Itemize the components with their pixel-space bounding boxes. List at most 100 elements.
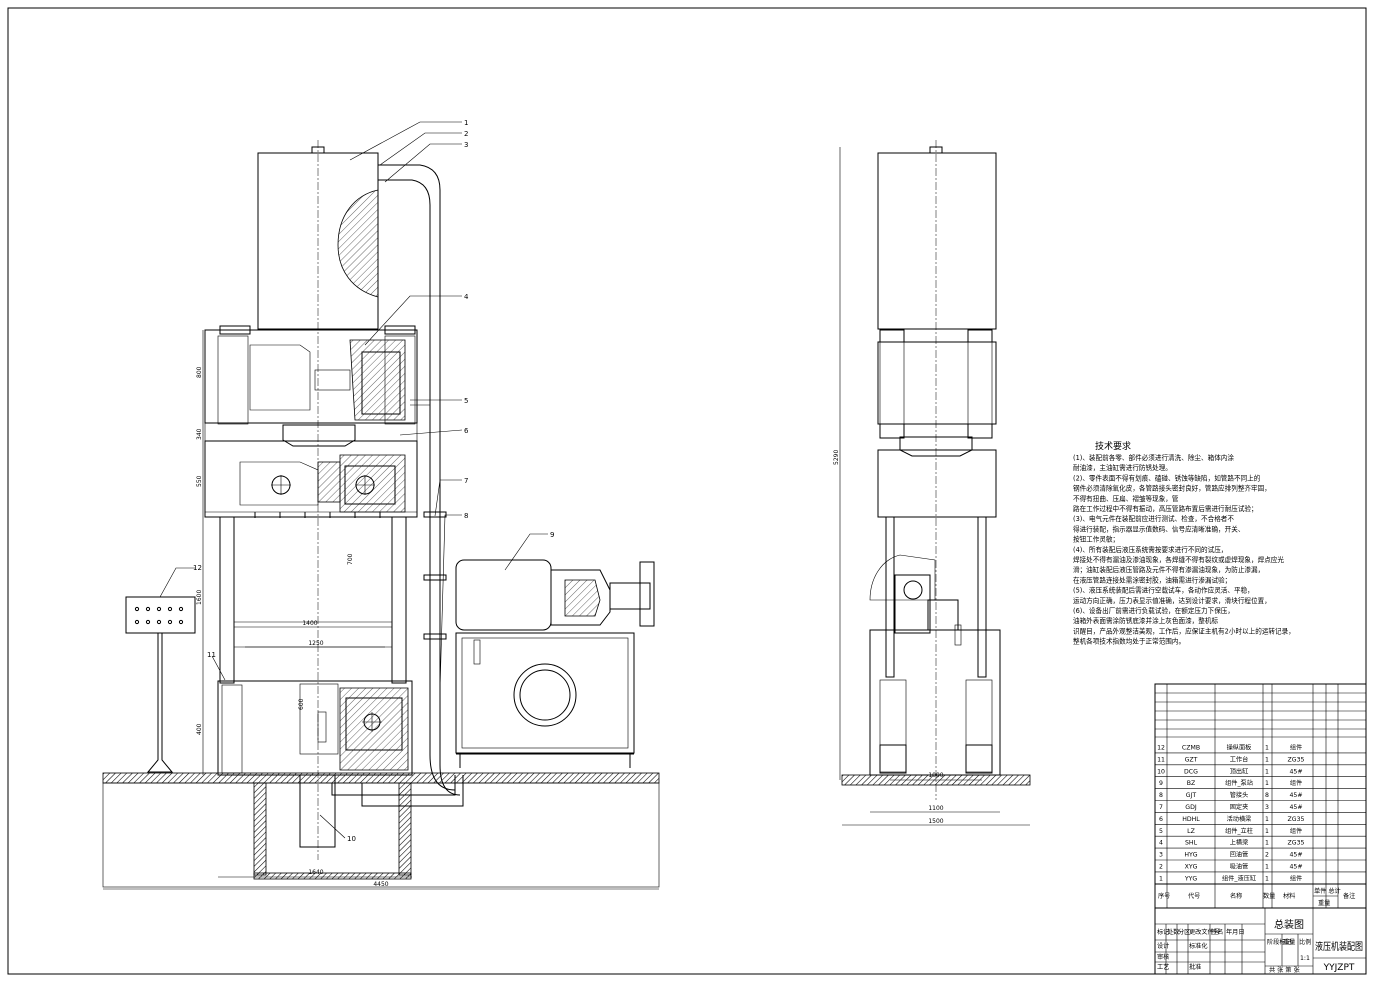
bom-cell-qty: 1	[1265, 756, 1269, 763]
pump-motor	[455, 559, 552, 631]
bom-cell-code: LZ	[1187, 828, 1195, 835]
dim-1640: 1640	[308, 869, 323, 876]
tech-line: 得进行装配，指示器显示值数码、信号应清晰准确，开关、	[1073, 524, 1244, 533]
bom-cell-material: 45#	[1289, 804, 1302, 811]
callout-leaders	[159, 121, 548, 839]
tb-std: 标准化	[1189, 942, 1208, 950]
bom-cell-material: 45#	[1289, 864, 1302, 871]
bom-cell-code: YYG	[1184, 875, 1198, 882]
bom-header-name: 名称	[1230, 892, 1242, 900]
bom-cell-name: 组件_液压缸	[1222, 874, 1256, 882]
tb-sheet: 共 张 第 张	[1269, 966, 1300, 974]
bom-cell-name: 活动横梁	[1227, 815, 1252, 823]
side-upper-crossbeam	[877, 341, 997, 425]
dim-side-1500: 1500	[928, 818, 943, 825]
bom-cell-qty: 1	[1265, 816, 1269, 823]
tech-line: 耐油漆，主油缸需进行防锈处理。	[1073, 463, 1172, 472]
tech-line: 按钮工作灵敏；	[1073, 535, 1119, 544]
tech-line: (6)、设备出厂前需进行负载试验，在额定压力下保压，	[1073, 606, 1234, 615]
technical-requirements: 技术要求 (1)、装配前各零、部件必须进行清洗、除尘、箱体内涂耐油漆，主油缸需进…	[1073, 440, 1295, 646]
dim-side-1000: 1000	[928, 772, 943, 779]
tb-weight: 重量	[1283, 938, 1295, 946]
bom-cell-qty: 1	[1265, 840, 1269, 847]
tb-approve: 批准	[1189, 963, 1201, 971]
tech-line: 焊接处不得有漏油及渗油现象，各焊缝不得有裂纹或虚焊现象，焊点应光	[1073, 555, 1284, 564]
callout-3: 3	[464, 141, 468, 149]
dim-1250: 1250	[308, 640, 323, 647]
dim-5290: 5290	[833, 450, 840, 465]
side-main-cylinder	[877, 152, 997, 330]
left-column	[219, 516, 235, 684]
front-view: 800 340 550 1600 400 700 600 1400 1250 1…	[102, 119, 660, 890]
callout-5: 5	[464, 397, 468, 405]
callout-2: 2	[464, 130, 468, 138]
bom-cell-qty: 3	[1265, 804, 1269, 811]
bom-cell-no: 1	[1159, 875, 1163, 882]
callout-7: 7	[464, 477, 468, 485]
dim-1400: 1400	[302, 620, 317, 627]
bom-cell-code: GJT	[1186, 792, 1197, 799]
foundation	[102, 782, 660, 888]
tank-inspection-port	[513, 663, 577, 727]
bom-cell-name: 工作台	[1230, 755, 1249, 763]
right-column	[391, 516, 407, 684]
tech-line: (1)、装配前各零、部件必须进行清洗、除尘、箱体内涂	[1073, 453, 1234, 462]
bom-header-weight: 单件 总计	[1314, 887, 1341, 895]
bom-cell-qty: 1	[1265, 780, 1269, 787]
oil-pipe-a	[378, 164, 461, 796]
callout-11: 11	[207, 651, 216, 659]
bom-cell-no: 6	[1159, 816, 1163, 823]
bom-cell-material: ZG35	[1288, 756, 1305, 763]
bom-header-weight-sub: 重量	[1318, 899, 1330, 907]
callout-9: 9	[550, 531, 554, 539]
bom-cell-material: 组件	[1290, 779, 1302, 787]
tech-title: 技术要求	[1095, 440, 1131, 452]
dim-800: 800	[196, 366, 203, 378]
tb-design: 设计	[1157, 942, 1169, 950]
bom-cell-name: 上横梁	[1230, 839, 1249, 847]
tb-change: 更改文件号	[1189, 928, 1220, 936]
callout-10: 10	[347, 835, 356, 843]
bom-cell-no: 4	[1159, 840, 1163, 847]
bom-cell-code: HDHL	[1182, 816, 1200, 823]
callout-1: 1	[464, 119, 468, 127]
bom-cell-no: 5	[1159, 828, 1163, 835]
tb-stage: 阶段标记	[1267, 938, 1292, 946]
dim-340: 340	[196, 428, 203, 440]
bom-cell-qty: 8	[1265, 792, 1269, 799]
bom-cell-no: 8	[1159, 792, 1163, 799]
callout-6: 6	[464, 427, 469, 435]
tb-scale-label: 比例	[1299, 938, 1311, 946]
bom-cell-qty: 1	[1265, 745, 1269, 752]
tech-line: 在液压管路连接处需涂密封胶，油箱需进行渗漏试验；	[1073, 575, 1231, 584]
bom-cell-material: 45#	[1289, 768, 1302, 775]
bom-header-material: 材料	[1283, 892, 1295, 900]
tech-line: (4)、所有装配后液压系统需按要求进行不同的试压，	[1073, 545, 1227, 554]
tb-zone: 分区	[1178, 928, 1190, 936]
tech-line: 钢件必须清除氧化皮，各管路接头密封良好，管路应排列整齐牢固，	[1073, 484, 1271, 493]
dim-600: 600	[298, 698, 305, 710]
callout-12: 12	[193, 564, 202, 572]
bom-cell-code: CZMB	[1182, 745, 1200, 752]
bom-cell-name: 吸油管	[1230, 863, 1249, 871]
tech-line: 不得有扭曲、压扁、褶皱等现象，管	[1073, 494, 1179, 503]
bom-cell-no: 7	[1159, 804, 1163, 811]
bom-cell-code: SHL	[1185, 840, 1198, 847]
bom-header-code: 代号	[1188, 892, 1200, 900]
bom-cell-material: ZG35	[1288, 816, 1305, 823]
tb-scale-value: 1:1	[1300, 955, 1310, 962]
callout-4: 4	[464, 293, 469, 301]
bom-cell-material: 组件	[1290, 744, 1302, 752]
callout-8: 8	[464, 512, 468, 520]
dim-4450: 4450	[373, 881, 388, 888]
bom-cell-no: 12	[1157, 745, 1165, 752]
tb-review: 审核	[1157, 953, 1169, 961]
tech-line: (2)、零件表面不得有划痕、磕碰、锈蚀等缺陷，如管路不同上的	[1073, 473, 1261, 482]
bom-cell-qty: 1	[1265, 828, 1269, 835]
tb-mark: 标记	[1157, 928, 1169, 936]
bom-header-qty: 数量	[1263, 892, 1275, 900]
